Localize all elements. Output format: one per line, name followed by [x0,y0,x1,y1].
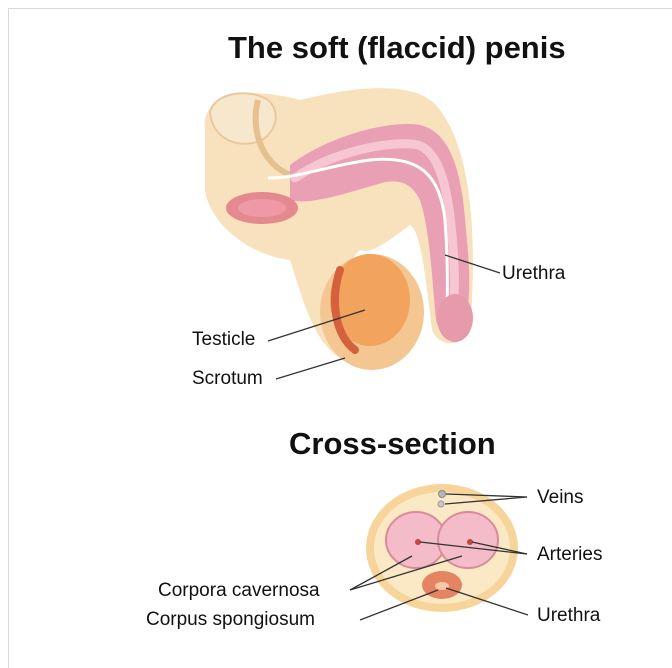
vein-bottom [438,501,444,507]
side-view-diagram [205,88,473,370]
cross-section-title: Cross-section [289,426,496,462]
urethra-cross-label: Urethra [537,605,600,627]
scrotum-label: Scrotum [192,368,263,390]
corpus-spongiosum-label: Corpus spongiosum [146,609,315,631]
scrotum-leader [276,358,345,379]
gland-shape [238,199,286,217]
arteries-label: Arteries [537,544,602,566]
veins-label: Veins [537,487,583,509]
vein-top [439,491,446,498]
corpora-cavernosa-label: Corpora cavernosa [158,580,320,602]
glans-shape [437,294,473,342]
urethra-side-label: Urethra [502,263,565,285]
main-title: The soft (flaccid) penis [228,30,566,66]
testicle-label: Testicle [192,329,255,351]
cross-section-diagram [366,484,518,612]
